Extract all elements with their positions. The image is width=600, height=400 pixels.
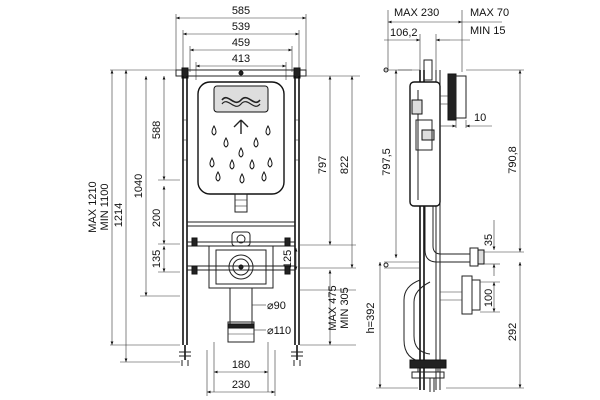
dim-413: 413 xyxy=(232,53,250,65)
dim-797-5: 797,5 xyxy=(381,148,393,176)
dim-max-475: MAX 475 xyxy=(327,285,339,330)
pipe-diameters: ⌀90 ⌀110 xyxy=(252,300,291,337)
dim-10: 10 xyxy=(474,112,486,124)
dim-h-392: h=392 xyxy=(365,303,377,334)
dim-100: 100 xyxy=(483,289,495,307)
dim-790-8: 790,8 xyxy=(507,146,519,174)
dim-585: 585 xyxy=(232,5,250,17)
dim-292: 292 xyxy=(507,323,519,341)
cistern-tank xyxy=(197,70,285,195)
front-right-dimensions: 797 822 125 MAX 475 MIN 305 xyxy=(282,75,360,346)
side-left-dimensions: 797,5 h=392 xyxy=(365,70,418,389)
dim-180: 180 xyxy=(232,359,250,371)
dim-459: 459 xyxy=(232,37,250,49)
bowl-connection xyxy=(208,245,274,343)
front-top-dimensions: 585 539 459 413 xyxy=(175,5,307,80)
dim-min-15: MIN 15 xyxy=(470,25,505,37)
side-top-dimensions: MAX 230 106,2 MAX 70 MIN 15 xyxy=(384,7,509,72)
front-left-dimensions: MAX 1210 MIN 1100 1214 1040 588 200 135 xyxy=(87,69,180,363)
dim-125: 125 xyxy=(282,250,294,268)
side-view: MAX 230 106,2 MAX 70 MIN 15 xyxy=(365,7,524,392)
dim-822: 822 xyxy=(339,156,351,174)
dim-35: 35 xyxy=(483,234,495,246)
dim-max-1210: MAX 1210 xyxy=(87,181,99,232)
dim-max-70: MAX 70 xyxy=(470,7,509,19)
dim-200: 200 xyxy=(151,209,163,227)
flush-pipe xyxy=(191,193,291,275)
water-drops-icon xyxy=(209,124,273,184)
front-bottom-dimensions: 180 230 xyxy=(206,342,276,396)
front-view: 585 539 459 413 xyxy=(87,5,360,396)
side-pipes xyxy=(403,206,485,392)
dim-max-230: MAX 230 xyxy=(394,7,439,19)
side-right-dimensions: 790,8 35 100 292 xyxy=(446,69,524,389)
dim-539: 539 xyxy=(232,21,250,33)
dim-diameter-110: ⌀110 xyxy=(267,325,291,337)
dim-10-group: 10 xyxy=(440,112,492,128)
dim-1040: 1040 xyxy=(133,174,145,198)
dim-797: 797 xyxy=(317,156,329,174)
dim-230: 230 xyxy=(232,379,250,391)
dim-135: 135 xyxy=(151,250,163,268)
dim-diameter-90: ⌀90 xyxy=(267,300,286,312)
dim-1214: 1214 xyxy=(113,203,125,227)
dim-min-1100: MIN 1100 xyxy=(99,184,111,231)
dim-106-2: 106,2 xyxy=(390,27,418,39)
dim-588: 588 xyxy=(151,121,163,139)
side-cistern xyxy=(409,59,467,207)
dim-min-305: MIN 305 xyxy=(339,287,351,329)
